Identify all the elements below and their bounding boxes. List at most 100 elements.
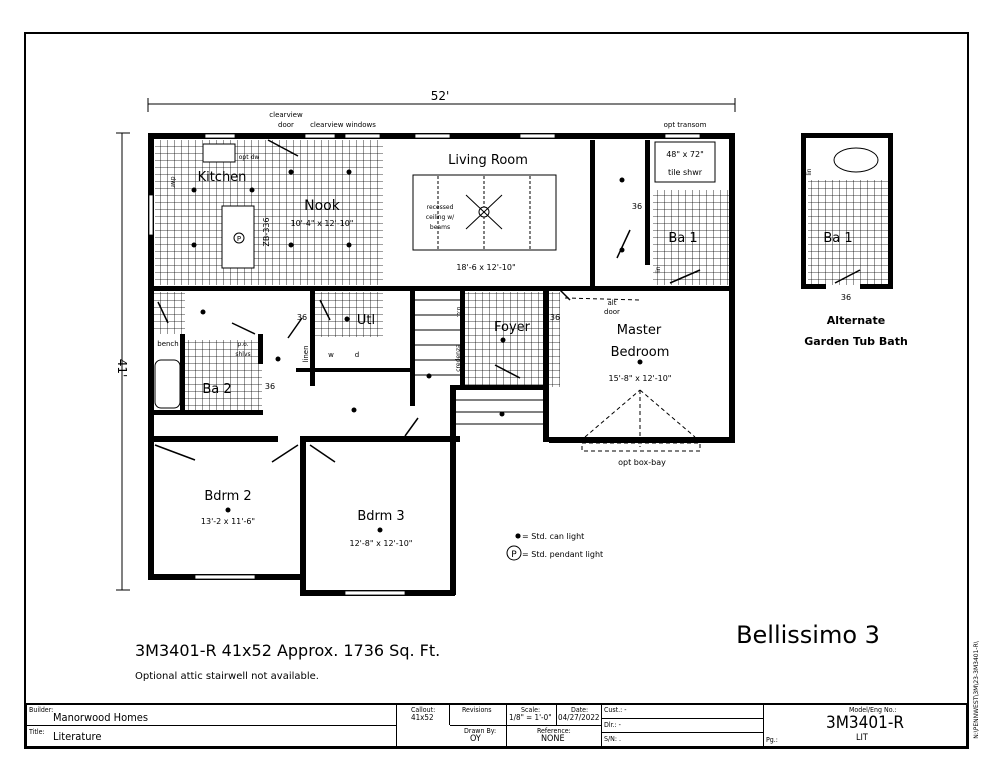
revisions-label: Revisions xyxy=(462,706,492,714)
svg-text:48" x 72": 48" x 72" xyxy=(666,150,704,159)
svg-text:Ba 1: Ba 1 xyxy=(668,231,697,246)
date-cell: Date: 04/27/2022 xyxy=(557,705,602,725)
pendant-light-icon: P xyxy=(233,232,245,244)
model-value: 3M3401-R xyxy=(826,713,904,733)
svg-text:= Std. pendant light: = Std. pendant light xyxy=(522,550,603,559)
svg-text:recessed: recessed xyxy=(427,204,454,211)
can-lights xyxy=(191,169,643,539)
sn-label: S/N: . xyxy=(604,735,621,743)
svg-text:= Std. can light: = Std. can light xyxy=(522,532,584,541)
drawn-by-label: Drawn By: xyxy=(464,727,497,735)
svg-text:shlvs: shlvs xyxy=(235,351,250,358)
svg-text:18'-6 x 12'-10": 18'-6 x 12'-10" xyxy=(456,263,515,272)
svg-text:beams: beams xyxy=(430,224,450,231)
svg-text:13'-2 x 11'-6": 13'-2 x 11'-6" xyxy=(201,517,255,526)
svg-text:opt box-bay: opt box-bay xyxy=(618,458,666,467)
callout-value: 41x52 xyxy=(411,713,434,722)
plan-note: Optional attic stairwell not available. xyxy=(135,671,319,682)
legend: = Std. can light P = Std. pendant light xyxy=(506,532,603,561)
stairs xyxy=(415,299,543,425)
svg-text:Ba 1: Ba 1 xyxy=(823,231,852,246)
bathtub xyxy=(154,359,181,409)
reference-value: NONE xyxy=(541,734,565,744)
box-bay xyxy=(564,297,701,452)
cust-label: Cust.: - xyxy=(604,706,627,714)
svg-text:Master: Master xyxy=(617,323,662,338)
garden-tub xyxy=(833,147,879,173)
svg-text:12'-8" x 12'-10": 12'-8" x 12'-10" xyxy=(350,539,413,548)
title-block: Builder: Manorwood Homes Title: Literatu… xyxy=(25,703,968,748)
svg-text:dwr: dwr xyxy=(169,176,176,188)
plan-summary: 3M3401-R 41x52 Approx. 1736 Sq. Ft. xyxy=(135,641,440,660)
reference-label: Reference: xyxy=(537,727,571,735)
file-path: N:\PENNWEST\3M\23-3M3401-R\ xyxy=(973,640,980,739)
tile-shower xyxy=(654,141,716,183)
svg-text:lin: lin xyxy=(806,168,813,175)
builder-title-cell: Builder: Manorwood Homes Title: Literatu… xyxy=(27,705,397,746)
svg-text:36: 36 xyxy=(841,293,851,302)
svg-text:10'-4" x 12'-10": 10'-4" x 12'-10" xyxy=(291,219,354,228)
svg-text:P: P xyxy=(237,235,241,243)
svg-text:36: 36 xyxy=(297,313,307,322)
svg-text:Alternate: Alternate xyxy=(827,314,885,327)
svg-text:ZB-336: ZB-336 xyxy=(262,217,271,246)
svg-text:Bdrm 3: Bdrm 3 xyxy=(357,509,404,524)
builder-label: Builder: xyxy=(29,706,54,714)
reference-cell: Reference: NONE xyxy=(507,725,602,746)
drawn-by-cell: Drawn By: OY xyxy=(450,725,507,746)
revisions-cell: Revisions xyxy=(450,705,507,725)
alternate-bath: lin Ba 1 36 Alternate Garden Tub Bath xyxy=(804,168,908,348)
svg-text:credenza: credenza xyxy=(455,344,462,372)
svg-text:36: 36 xyxy=(550,313,560,322)
svg-text:door: door xyxy=(278,121,294,129)
svg-text:door: door xyxy=(604,308,620,316)
sheet-border xyxy=(24,32,969,749)
svg-text:tile shwr: tile shwr xyxy=(668,168,703,177)
title-label: Title: xyxy=(29,728,45,736)
dlr-label: Dlr.: - xyxy=(604,721,621,729)
scale-cell: Scale: 1/8" = 1'-0" xyxy=(507,705,557,725)
callout-label: Callout: xyxy=(411,706,436,714)
builder-value: Manorwood Homes xyxy=(53,711,149,724)
svg-text:opt dw: opt dw xyxy=(239,154,260,161)
svg-text:p.o.: p.o. xyxy=(237,341,248,348)
svg-text:clearview windows: clearview windows xyxy=(310,121,376,129)
svg-text:Utl: Utl xyxy=(357,313,375,328)
depth-dimension: 41' xyxy=(115,132,130,591)
svg-text:36: 36 xyxy=(632,202,642,211)
svg-text:Ba 2: Ba 2 xyxy=(202,382,231,397)
svg-text:alt: alt xyxy=(608,299,617,307)
svg-text:36: 36 xyxy=(265,382,275,391)
kitchen-sink xyxy=(202,143,236,163)
door-swings xyxy=(154,139,861,463)
width-label: 52' xyxy=(431,89,450,103)
scale-label: Scale: xyxy=(521,706,541,714)
svg-text:o.c.: o.c. xyxy=(455,307,462,318)
svg-text:lin: lin xyxy=(655,266,662,273)
svg-text:Bedroom: Bedroom xyxy=(611,345,670,360)
width-dimension: 52' xyxy=(147,89,736,112)
svg-text:linen: linen xyxy=(302,345,310,362)
svg-text:Bdrm 2: Bdrm 2 xyxy=(204,489,251,504)
svg-text:15'-8" x 12'-10": 15'-8" x 12'-10" xyxy=(609,374,672,383)
depth-label: 41' xyxy=(115,359,129,378)
drawn-by-value: OY xyxy=(470,734,481,744)
svg-text:Garden Tub Bath: Garden Tub Bath xyxy=(804,335,908,348)
pg-label: Pg.: xyxy=(766,736,778,744)
can-light-icon xyxy=(515,533,521,539)
title-value: Literature xyxy=(53,730,102,743)
svg-text:ceiling w/: ceiling w/ xyxy=(426,214,455,221)
tile-floors xyxy=(150,140,888,410)
plan-name: Bellissimo 3 xyxy=(736,621,880,649)
svg-text:d: d xyxy=(355,351,359,359)
scale-value: 1/8" = 1'-0" xyxy=(509,713,552,722)
svg-text:clearview: clearview xyxy=(269,111,303,119)
pendant-light-icon xyxy=(506,545,522,561)
customer-cell: Cust.: - Dlr.: - S/N: . xyxy=(602,705,764,746)
svg-text:Foyer: Foyer xyxy=(494,320,531,335)
model-cell: Model/Eng No.: 3M3401-R Pg.: LIT xyxy=(764,705,966,746)
ceiling-fan-icon xyxy=(465,194,503,230)
svg-text:Living Room: Living Room xyxy=(448,153,528,168)
svg-text:bench: bench xyxy=(157,340,178,348)
